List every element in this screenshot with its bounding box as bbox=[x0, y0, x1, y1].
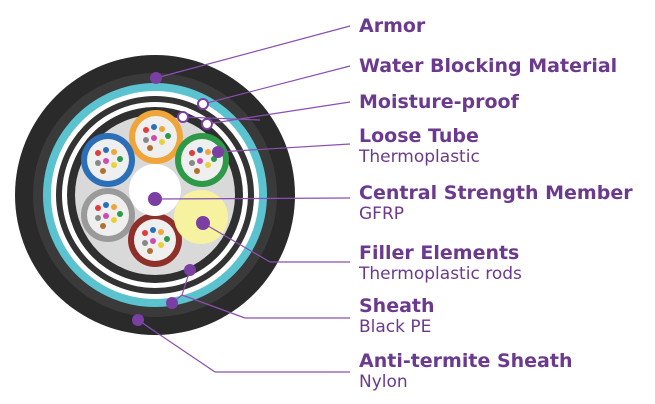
loose-tube-sub: Thermoplastic bbox=[359, 147, 480, 167]
label-central-strength: Central Strength Member GFRP bbox=[359, 182, 633, 225]
markers bbox=[132, 72, 224, 326]
label-armor: Armor bbox=[359, 15, 425, 37]
label-loose-tube: Loose Tube Thermoplastic bbox=[359, 125, 480, 168]
central-strength-member bbox=[129, 164, 181, 216]
label-anti-termite: Anti-termite Sheath Nylon bbox=[359, 350, 572, 393]
central-strength-title: Central Strength Member bbox=[359, 182, 633, 204]
fibers bbox=[95, 124, 217, 254]
moisture-proof-title: Moisture-proof bbox=[359, 91, 519, 113]
sheath-sub: Black PE bbox=[359, 317, 432, 337]
anti-termite-sub: Nylon bbox=[359, 372, 408, 392]
label-water-blocking: Water Blocking Material bbox=[359, 55, 617, 77]
anti-termite-title: Anti-termite Sheath bbox=[359, 350, 573, 372]
label-moisture-proof: Moisture-proof bbox=[359, 91, 519, 113]
armor-title: Armor bbox=[359, 15, 426, 37]
filler-sub: Thermoplastic rods bbox=[359, 264, 522, 284]
loose-tube-title: Loose Tube bbox=[359, 125, 479, 147]
leader-lines bbox=[137, 25, 351, 373]
sheath-title: Sheath bbox=[359, 295, 435, 317]
label-sheath: Sheath Black PE bbox=[359, 295, 435, 338]
filler-title: Filler Elements bbox=[359, 242, 520, 264]
water-blocking-title: Water Blocking Material bbox=[359, 55, 618, 77]
label-filler: Filler Elements Thermoplastic rods bbox=[359, 242, 522, 285]
central-strength-sub: GFRP bbox=[359, 204, 405, 224]
